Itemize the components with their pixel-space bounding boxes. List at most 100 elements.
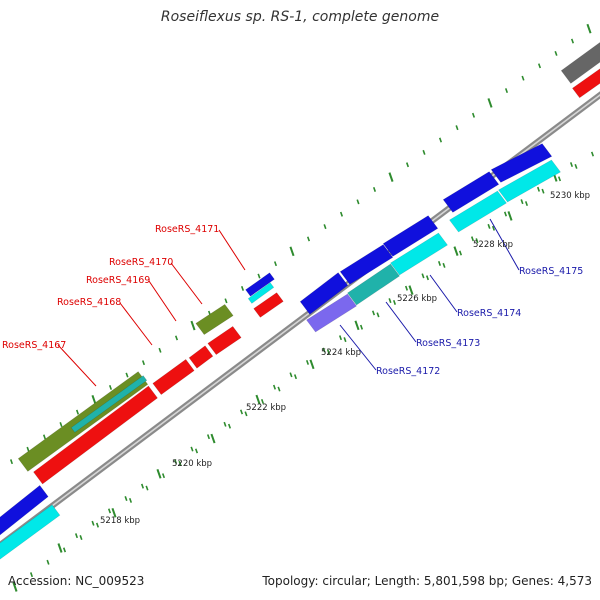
- tick-lower-14: [244, 411, 248, 417]
- tick-lower-1: [29, 572, 34, 578]
- leader-blue-2: [429, 274, 458, 313]
- tick-lower-32: [541, 188, 545, 194]
- tick-lower-21: [359, 324, 364, 330]
- tick-lower-27: [458, 250, 463, 256]
- tick-lower-8: [145, 485, 149, 491]
- tick-upper-28: [455, 125, 459, 131]
- tick-lower-19: [326, 349, 331, 355]
- tick-inner-21: [404, 285, 409, 291]
- tick-upper-25: [405, 162, 410, 168]
- leader-red-3: [170, 262, 203, 305]
- tick-inner-1: [74, 533, 79, 539]
- tick-inner-11: [239, 409, 244, 415]
- tick-lower-26: [442, 262, 446, 268]
- tick-lower-12: [210, 433, 216, 444]
- tick-upper-8: [125, 372, 129, 378]
- leader-red-2: [148, 280, 177, 322]
- tick-lower-9: [161, 473, 166, 479]
- accession-info: Accession: NC_009523: [8, 574, 145, 588]
- tick-lower-20: [343, 337, 347, 343]
- gene-blue-4175: [442, 171, 500, 213]
- tick-lower-16: [277, 386, 281, 392]
- map-title: Roseiflexus sp. RS-1, complete genome: [160, 9, 440, 25]
- tick-upper-26: [422, 149, 426, 155]
- tick-upper-23: [372, 187, 377, 192]
- leader-red-4: [218, 229, 246, 271]
- tick-inner-27: [503, 211, 508, 217]
- tick-lower-31: [524, 201, 529, 206]
- tick-inner-23: [437, 261, 442, 266]
- gene-features: [0, 42, 600, 560]
- gene-red-4171: [253, 292, 284, 318]
- tick-upper-6: [91, 394, 97, 405]
- tick-lower-2: [46, 559, 50, 565]
- tick-inner-29: [536, 186, 541, 192]
- gene-red-4169: [188, 345, 214, 369]
- tick-upper-20: [323, 224, 327, 230]
- tick-lower-29: [491, 225, 496, 231]
- tick-inner-0: [57, 543, 63, 553]
- leader-red-1: [119, 302, 153, 346]
- tick-lower-22: [376, 312, 380, 318]
- tick-inner-14: [289, 372, 293, 378]
- tick-lower-15: [260, 398, 265, 404]
- tick-lower-33: [557, 176, 562, 182]
- tick-upper-18: [289, 246, 295, 257]
- tick-lower-11: [194, 448, 199, 454]
- leader-blue-1: [385, 301, 417, 343]
- tick-upper-30: [487, 98, 493, 108]
- topology-info: Topology: circular; Length: 5,801,598 bp…: [262, 574, 592, 588]
- gene-label-blue-1: RoseRS_4173: [416, 338, 480, 349]
- gene-violet-4172: [306, 293, 357, 333]
- leader-blue-3: [489, 218, 520, 271]
- tick-upper-21: [339, 211, 344, 217]
- tick-lower-25: [425, 275, 430, 281]
- tick-inner-6: [156, 468, 162, 479]
- gene-label-red-3: RoseRS_4170: [109, 257, 173, 268]
- gene-red-4168: [152, 358, 195, 396]
- tick-inner-24: [453, 246, 459, 256]
- tick-upper-11: [174, 335, 179, 341]
- tick-lower-6: [111, 507, 117, 518]
- tick-inner-26: [487, 223, 491, 229]
- tick-lower-7: [128, 497, 133, 503]
- tick-upper-10: [158, 347, 162, 353]
- tick-upper-4: [59, 422, 63, 427]
- tick-lower-34: [574, 163, 578, 169]
- tick-lower-5: [95, 522, 100, 528]
- tick-lower-3: [62, 547, 67, 553]
- tick-lower-35: [590, 151, 595, 157]
- leader-blue-0: [339, 324, 377, 371]
- gene-label-blue-0: RoseRS_4172: [376, 366, 440, 377]
- tick-upper-7: [108, 384, 113, 390]
- gene-blue-4172: [299, 272, 349, 315]
- tick-inner-19: [371, 310, 376, 316]
- gene-gray-top: [560, 42, 600, 84]
- tick-lower-28: [475, 238, 479, 244]
- gene-cyan-4176: [498, 159, 561, 203]
- tick-upper-9: [141, 360, 146, 366]
- leader-red-0: [57, 344, 97, 387]
- tick-upper-15: [240, 285, 245, 291]
- tick-upper-5: [75, 409, 80, 415]
- tick-lower-0: [12, 582, 18, 592]
- tick-inner-8: [190, 446, 194, 452]
- tick-upper-22: [356, 199, 360, 205]
- tick-inner-9: [206, 434, 211, 440]
- gene-teal-4167: [70, 375, 148, 433]
- tick-lower-4: [79, 535, 83, 540]
- gene-red-top: [571, 68, 600, 99]
- gene-blue-4173: [339, 244, 394, 285]
- gene-olive-4170: [195, 303, 234, 336]
- tick-inner-15: [305, 359, 310, 365]
- tick-upper-35: [570, 38, 575, 44]
- tick-inner-17: [338, 335, 343, 341]
- tick-inner-18: [354, 320, 360, 331]
- tick-inner-31: [569, 162, 574, 167]
- tick-inner-13: [272, 384, 277, 390]
- tick-upper-19: [306, 236, 311, 242]
- kbp-label-1: 5220 kbp: [172, 459, 212, 469]
- tick-upper-17: [273, 261, 278, 267]
